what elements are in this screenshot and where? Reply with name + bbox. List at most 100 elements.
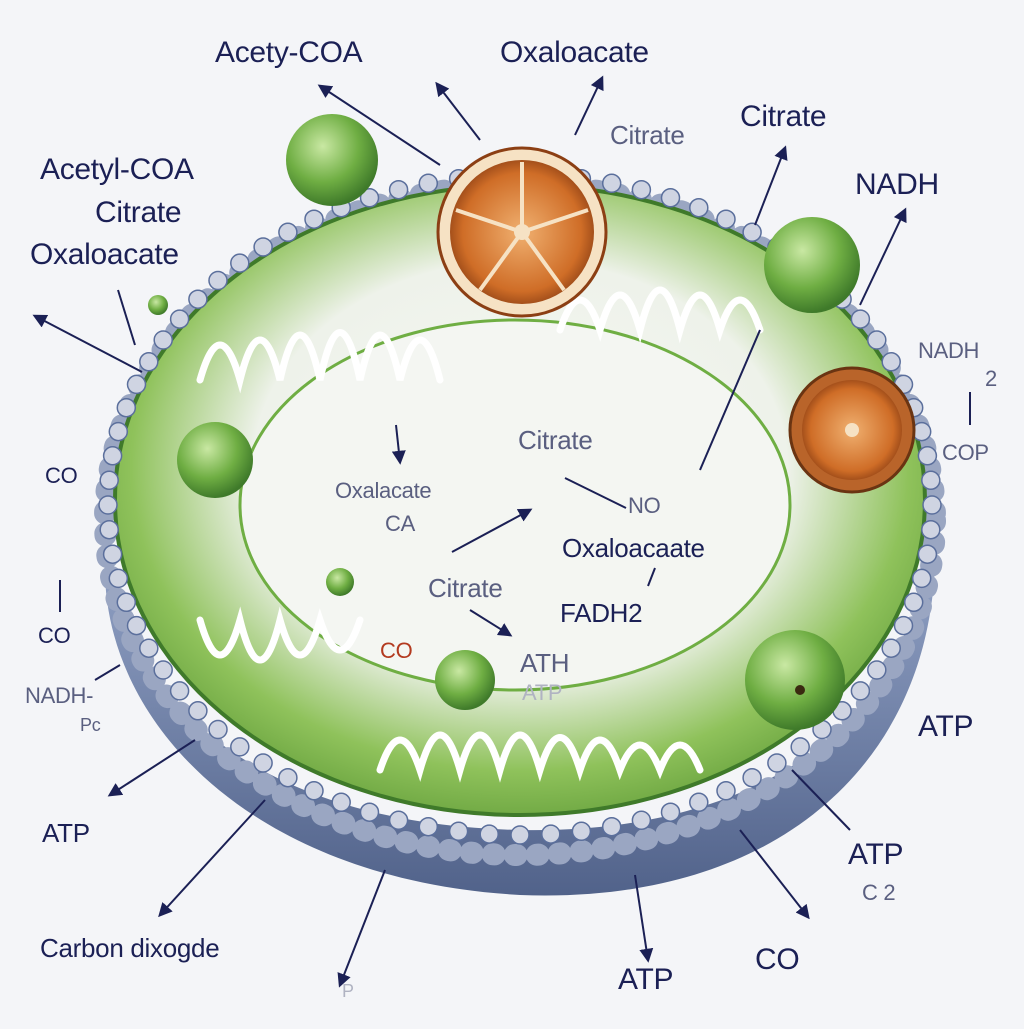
membrane-bead bbox=[917, 544, 938, 564]
membrane-bead bbox=[188, 701, 208, 721]
green-vesicles bbox=[148, 114, 860, 730]
membrane-bead bbox=[881, 638, 901, 658]
label-co-bottom-right: CO bbox=[755, 943, 800, 976]
label-p-bottom: P bbox=[342, 981, 354, 1001]
membrane-bead bbox=[126, 374, 147, 395]
membrane-bead bbox=[139, 352, 159, 372]
orange-organelle-top bbox=[436, 146, 608, 318]
membrane-bead bbox=[689, 792, 709, 813]
label-co-left-lower: CO bbox=[38, 623, 71, 648]
membrane-bead bbox=[921, 470, 941, 491]
membrane-bead bbox=[850, 309, 871, 329]
label-nadh-right: NADH bbox=[855, 168, 939, 201]
membrane-bead bbox=[102, 446, 123, 466]
membrane-bead bbox=[418, 173, 439, 194]
membrane-bead bbox=[359, 802, 380, 822]
label-ca-center: CA bbox=[385, 511, 415, 536]
membrane-bead bbox=[790, 737, 810, 757]
cristae-bottom bbox=[196, 606, 704, 783]
label-nadh-2-right: NADH bbox=[918, 338, 980, 363]
cristae-top bbox=[196, 286, 764, 394]
membrane-bead bbox=[116, 397, 137, 418]
label-p-left: Pc bbox=[80, 715, 101, 735]
membrane-bead bbox=[893, 615, 914, 636]
label-citrate-center: Citrate bbox=[518, 425, 593, 455]
label-fadh2-center: FADH2 bbox=[560, 598, 643, 628]
membrane-bead bbox=[601, 173, 622, 194]
membrane-bead bbox=[448, 821, 469, 842]
membrane-bead bbox=[767, 753, 787, 773]
membrane-bead bbox=[660, 802, 681, 822]
membrane-bead bbox=[359, 188, 380, 208]
membrane-bead bbox=[601, 816, 622, 837]
membrane-bead bbox=[867, 660, 887, 680]
membrane-bead bbox=[278, 222, 298, 243]
membrane-bead bbox=[278, 767, 298, 788]
label-atp-bottom-right: ATP bbox=[848, 838, 904, 871]
membrane-bead bbox=[253, 237, 273, 257]
label-nadh-2-subscript: 2 bbox=[985, 366, 997, 391]
membrane-bead bbox=[169, 681, 190, 701]
membrane-bead bbox=[742, 767, 762, 788]
membrane-bead bbox=[139, 638, 159, 658]
membrane-bead bbox=[418, 816, 439, 837]
membrane-bead bbox=[208, 719, 228, 740]
label-ath-center: ATH bbox=[520, 648, 570, 678]
membrane-bead bbox=[660, 188, 681, 208]
membrane-bead bbox=[921, 519, 941, 540]
label-acety-coa-top: Acety-COA bbox=[215, 36, 363, 69]
membrane-bead bbox=[188, 289, 208, 309]
label-atp-bottom: ATP bbox=[618, 963, 674, 996]
membrane-bead bbox=[388, 810, 409, 831]
membrane-bead bbox=[911, 568, 932, 589]
membrane-bead bbox=[716, 781, 736, 801]
membrane-bead bbox=[631, 179, 652, 200]
label-carbon-dioxide: Carbon dixogde bbox=[40, 933, 220, 963]
label-no-center: NO bbox=[628, 493, 661, 518]
label-atp-right: ATP bbox=[918, 710, 974, 743]
label-nadh-p-left: NADH- bbox=[25, 683, 94, 708]
membrane-bead bbox=[153, 330, 173, 350]
label-atp-left: ATP bbox=[42, 818, 90, 848]
matrix-ring bbox=[113, 183, 927, 817]
label-co-left-upper: CO bbox=[45, 463, 78, 488]
orange-organelle-right bbox=[788, 366, 916, 494]
membrane-bead bbox=[742, 222, 762, 243]
label-oxaloacetate-top: Oxaloacate bbox=[500, 36, 649, 69]
membrane-bead bbox=[917, 446, 938, 466]
membrane-bead bbox=[850, 681, 871, 701]
membrane-bead bbox=[169, 309, 190, 329]
membrane-bead bbox=[253, 753, 273, 773]
membrane-bead bbox=[99, 519, 119, 540]
label-c2-bottom-right: C 2 bbox=[862, 880, 896, 905]
label-citrate-top-small: Citrate bbox=[610, 120, 685, 150]
membrane-bead bbox=[922, 495, 942, 515]
label-oxaloacetate-left: Oxaloacate bbox=[30, 238, 179, 271]
membrane-bead bbox=[108, 421, 129, 442]
membrane-bead bbox=[510, 825, 530, 845]
membrane-bead bbox=[479, 824, 499, 844]
membrane-bead bbox=[99, 470, 119, 491]
membrane-bead bbox=[230, 737, 250, 757]
label-acetyl-coa-left: Acetyl-COA bbox=[40, 153, 194, 186]
membrane-bead bbox=[98, 495, 118, 515]
membrane-bead bbox=[716, 209, 736, 229]
membrane-bead bbox=[881, 352, 901, 372]
membrane-bead bbox=[230, 253, 250, 273]
membrane-bead bbox=[331, 792, 351, 813]
membrane-bead bbox=[541, 824, 561, 844]
label-co-center: CO bbox=[380, 638, 413, 663]
membrane-bead bbox=[903, 592, 924, 613]
membrane-bead bbox=[102, 544, 123, 564]
label-citrate-left: Citrate bbox=[95, 196, 182, 229]
label-atp-center-faint: ATP bbox=[522, 680, 563, 705]
membrane-bead bbox=[208, 270, 228, 291]
membrane-bead bbox=[388, 179, 409, 200]
label-oxaloacaate-center: Oxaloacaate bbox=[562, 533, 705, 563]
membrane-bead bbox=[631, 810, 652, 831]
membrane-bead bbox=[126, 615, 147, 636]
label-citrate-center-lower: Citrate bbox=[428, 573, 503, 603]
membrane-bead bbox=[153, 660, 173, 680]
membrane-bead bbox=[304, 781, 324, 801]
